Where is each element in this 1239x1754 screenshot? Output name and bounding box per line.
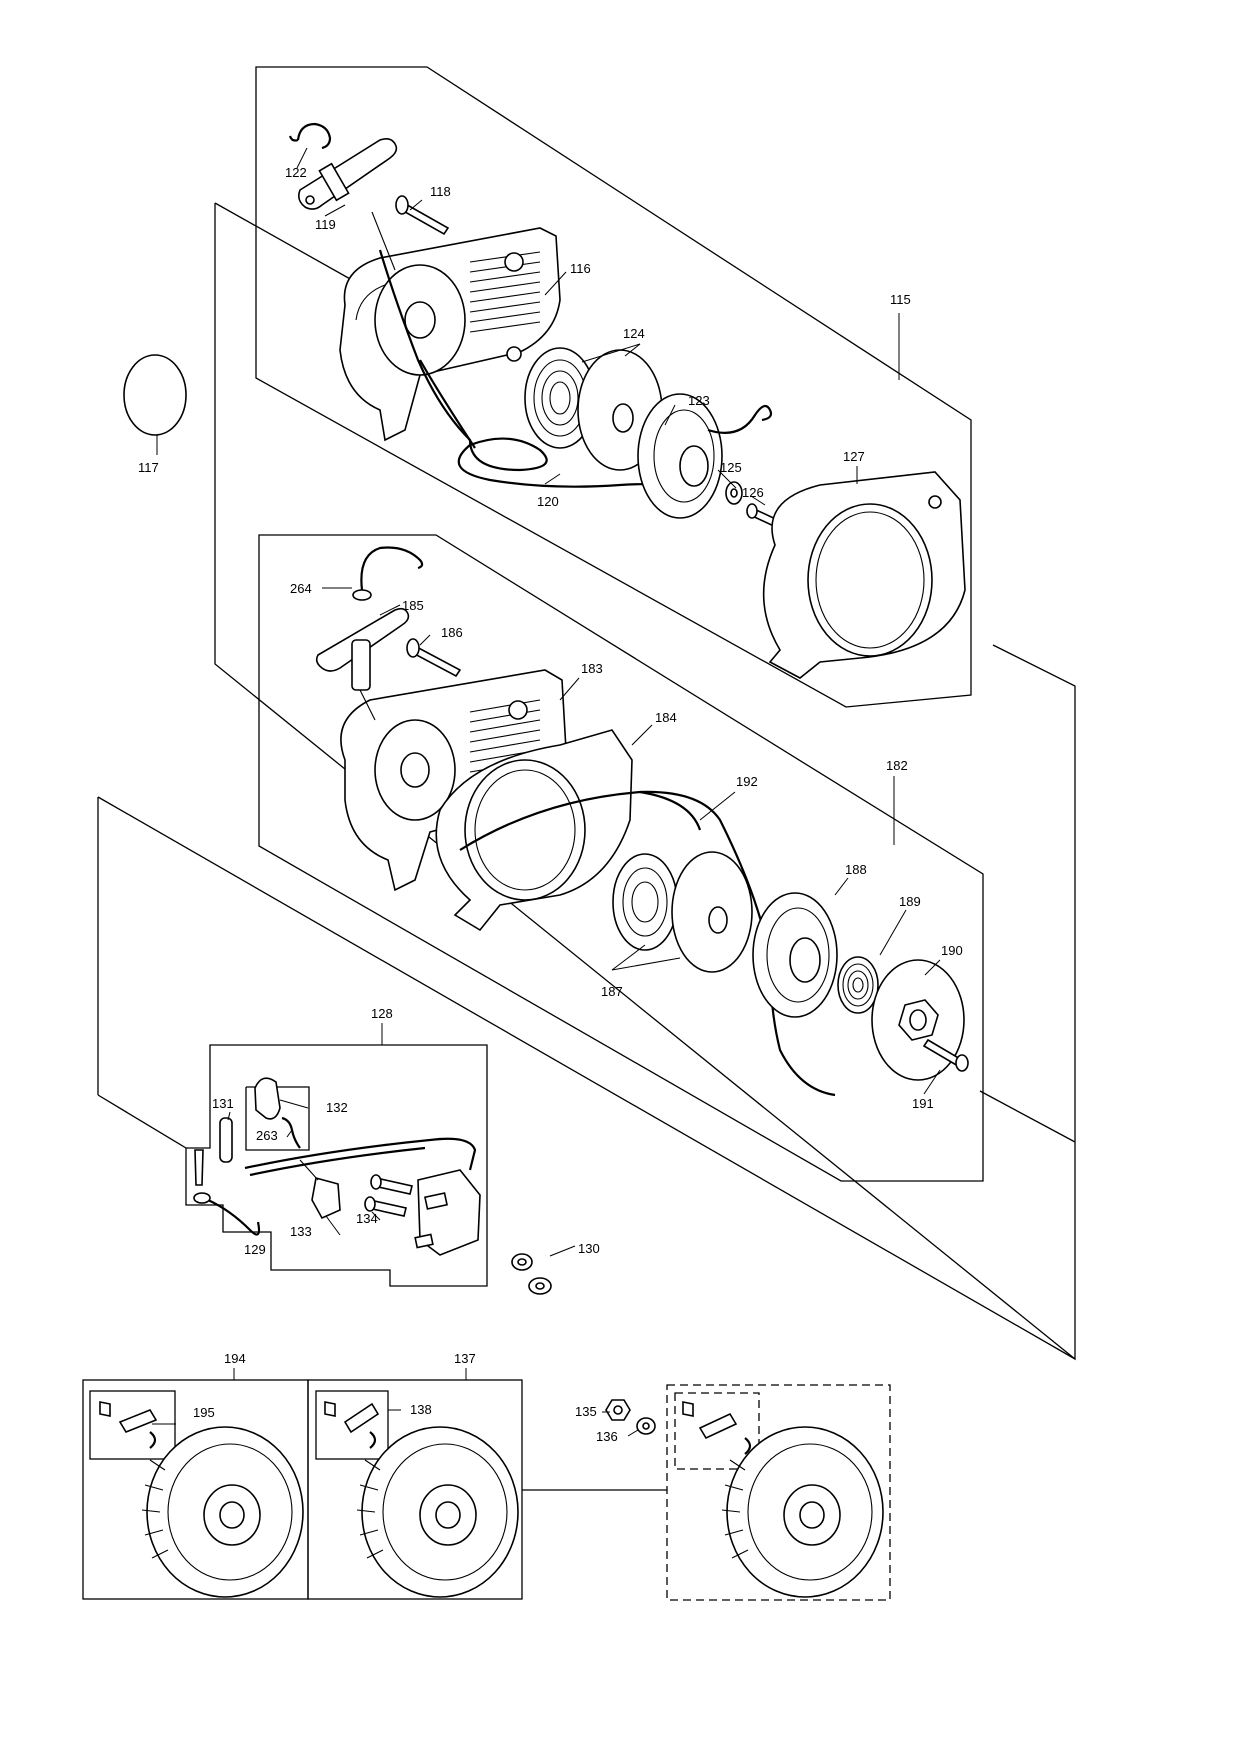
fan-cover-127 [762, 471, 966, 679]
label-184: 184 [655, 710, 677, 725]
label-137: 137 [454, 1351, 476, 1366]
label-135: 135 [575, 1404, 597, 1419]
screws-134 [364, 1174, 413, 1217]
label-122: 122 [285, 165, 307, 180]
label-117: 117 [138, 460, 159, 475]
label-263: 263 [256, 1128, 278, 1143]
label-188: 188 [845, 862, 867, 877]
plug-cap-132 [254, 1077, 281, 1120]
washer-136 [636, 1417, 656, 1435]
pawl-main [682, 1401, 752, 1455]
leader-lines [152, 147, 941, 1437]
label-183: 183 [581, 661, 603, 676]
label-189: 189 [899, 894, 921, 909]
spark-plug-133 [299, 1159, 341, 1220]
flywheel-main [721, 1426, 884, 1598]
pawl-195 [99, 1401, 158, 1449]
fan-cover-184 [435, 729, 633, 932]
label-130: 130 [578, 1241, 600, 1256]
label-134: 134 [356, 1211, 378, 1226]
starter-housing-183 [340, 669, 567, 892]
housing-cooling-fins [469, 251, 541, 333]
assembly-frame-115 [255, 66, 972, 708]
label-133: 133 [290, 1224, 312, 1239]
label-124: 124 [623, 326, 645, 341]
spring-cover-187 [671, 851, 753, 973]
ignition-cable [244, 1137, 477, 1177]
flywheel-194 [141, 1426, 304, 1598]
rope-pulley-123 [637, 393, 773, 519]
label-192: 192 [736, 774, 758, 789]
label-264: 264 [290, 581, 312, 596]
outer-bracket-lines [97, 202, 1076, 1361]
assembly-frame-182 [258, 534, 984, 1182]
label-194: 194 [224, 1351, 246, 1366]
pawl-138 [324, 1401, 380, 1449]
label-132: 132 [326, 1100, 348, 1115]
washers-130 [511, 1253, 552, 1295]
nut-135 [605, 1399, 631, 1421]
label-118: 118 [430, 184, 451, 199]
starter-housing-116 [339, 227, 561, 442]
rope-pulley-188 [752, 892, 838, 1018]
label-190: 190 [941, 943, 963, 958]
label-119: 119 [315, 217, 336, 232]
label-191: 191 [912, 1096, 934, 1111]
label-116: 116 [570, 261, 591, 276]
label-123: 123 [688, 393, 710, 408]
starter-grip-185 [315, 607, 410, 721]
starter-rope-120 [378, 249, 681, 492]
ground-wire-129 [193, 1192, 261, 1236]
starter-grip-119 [298, 138, 398, 271]
ring-117 [123, 354, 187, 436]
spring-189 [837, 956, 879, 1014]
assembly-frame-128 [185, 1044, 488, 1287]
screw-118 [395, 195, 450, 236]
part-labels: 115 116 117 118 119 120 122 123 124 125 … [138, 165, 963, 1444]
label-129: 129 [244, 1242, 266, 1257]
screw-191 [922, 1038, 969, 1072]
flywheel-frame-dashed [666, 1384, 891, 1601]
spring-263 [281, 1116, 301, 1149]
label-186: 186 [441, 625, 463, 640]
label-136: 136 [596, 1429, 618, 1444]
screw-129 [194, 1149, 204, 1186]
label-131: 131 [212, 1096, 234, 1111]
cord-clip-264 [352, 546, 424, 601]
screw-186 [406, 638, 462, 678]
plug-tube-131 [219, 1117, 233, 1163]
flywheel-137 [356, 1426, 519, 1598]
label-125: 125 [720, 460, 742, 475]
spring-187 [612, 853, 678, 951]
washer-125 [725, 481, 743, 505]
ignition-coil-128 [414, 1169, 481, 1256]
label-182: 182 [886, 758, 908, 773]
label-128: 128 [371, 1006, 393, 1021]
starter-rope-192 [459, 790, 836, 1097]
label-138: 138 [410, 1402, 432, 1417]
label-127: 127 [843, 449, 865, 464]
label-115: 115 [890, 292, 911, 307]
grip-cord-clip-122 [288, 122, 332, 150]
label-195: 195 [193, 1405, 215, 1420]
label-126: 126 [742, 485, 764, 500]
label-187: 187 [601, 984, 623, 999]
label-120: 120 [537, 494, 559, 509]
label-185: 185 [402, 598, 424, 613]
